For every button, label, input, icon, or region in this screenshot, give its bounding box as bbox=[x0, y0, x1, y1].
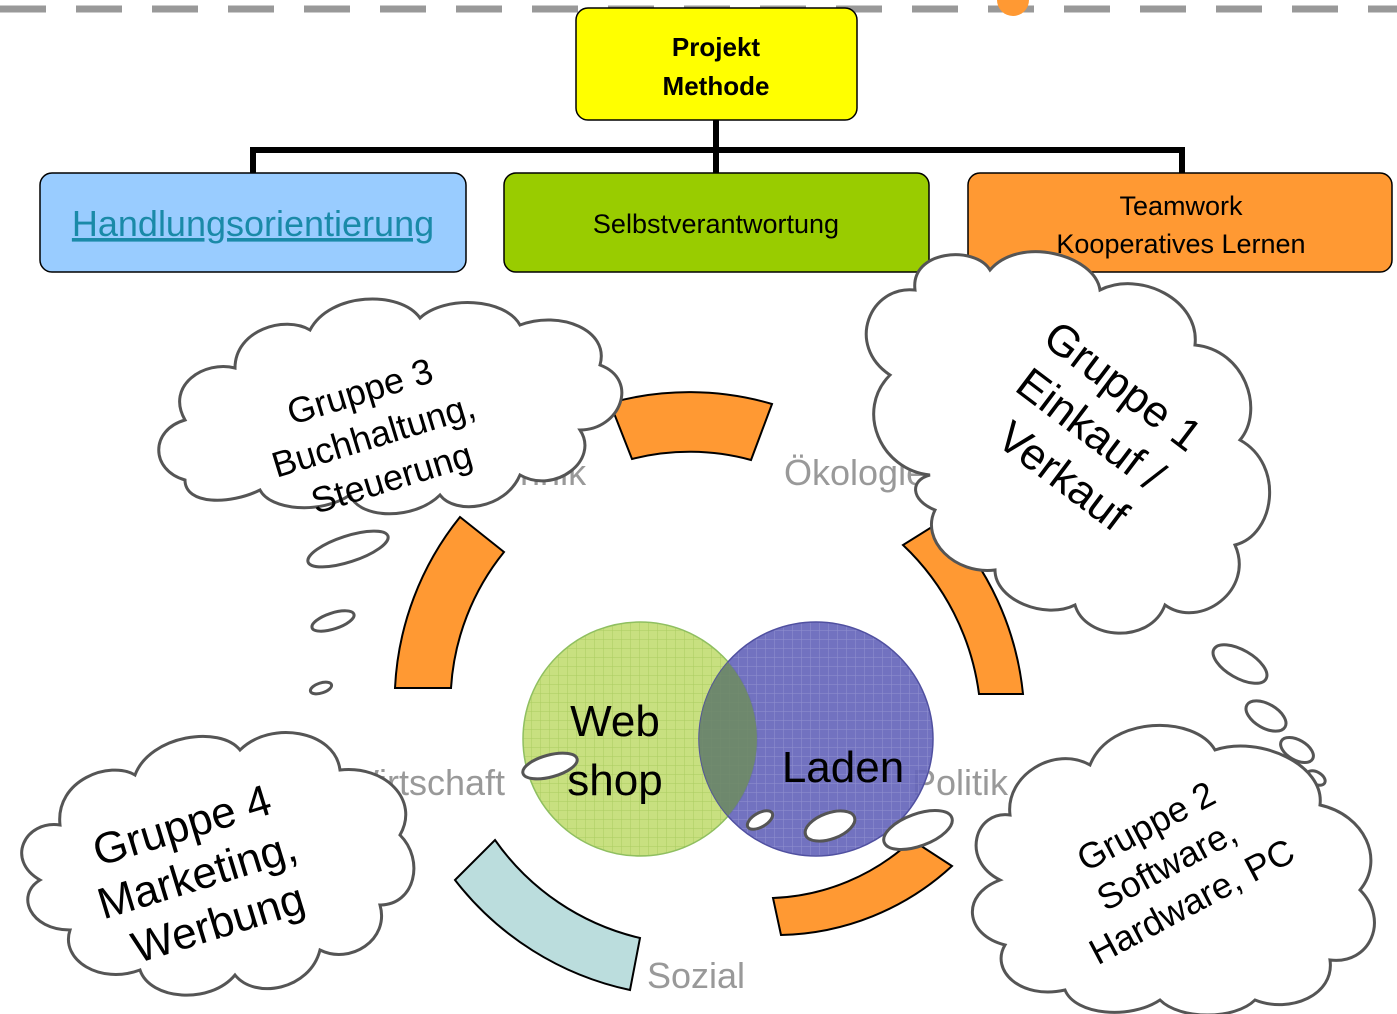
root-label-line1: Projekt bbox=[672, 32, 760, 62]
cloud-gruppe-3: Gruppe 3 Buchhaltung, Steuerung bbox=[157, 297, 624, 522]
ring-segment-technik bbox=[608, 391, 774, 462]
laden-circle bbox=[698, 621, 934, 857]
orange-dot-icon bbox=[997, 0, 1029, 16]
cloud-gruppe-1: Gruppe 1 Einkauf / Verkauf bbox=[864, 250, 1272, 635]
venn-overlap bbox=[699, 662, 757, 816]
branch-selbstverantwortung: Selbstverantwortung bbox=[503, 172, 930, 273]
venn-diagram: Web shop Laden bbox=[522, 621, 934, 857]
root-label-line2: Methode bbox=[663, 71, 770, 101]
teamwork-label-line1: Teamwork bbox=[1119, 191, 1243, 221]
ring-segment-sozial bbox=[453, 838, 642, 992]
root-node: Projekt Methode bbox=[575, 7, 858, 121]
selbstverantwortung-label: Selbstverantwortung bbox=[593, 209, 839, 239]
webshop-label-line2: shop bbox=[567, 756, 662, 805]
laden-label: Laden bbox=[782, 743, 904, 792]
cloud-gruppe-4: Gruppe 4 Marketing, Werbung bbox=[20, 731, 416, 997]
handlungsorientierung-link[interactable]: Handlungsorientierung bbox=[72, 203, 434, 244]
ring-segment-wirtschaft bbox=[393, 515, 506, 689]
ring-segments bbox=[393, 391, 1025, 992]
webshop-label-line1: Web bbox=[570, 697, 660, 746]
tree-connectors bbox=[250, 120, 1185, 175]
ring-segment-politik bbox=[771, 838, 954, 937]
cloud-gruppe-2: Gruppe 2 Software, Hardware, PC bbox=[971, 723, 1376, 1014]
branch-teamwork: Teamwork Kooperatives Lernen bbox=[967, 172, 1393, 273]
branch-handlungsorientierung[interactable]: Handlungsorientierung bbox=[39, 172, 467, 273]
teamwork-label-line2: Kooperatives Lernen bbox=[1056, 229, 1305, 259]
ring-label-sozial: Sozial bbox=[647, 955, 745, 996]
